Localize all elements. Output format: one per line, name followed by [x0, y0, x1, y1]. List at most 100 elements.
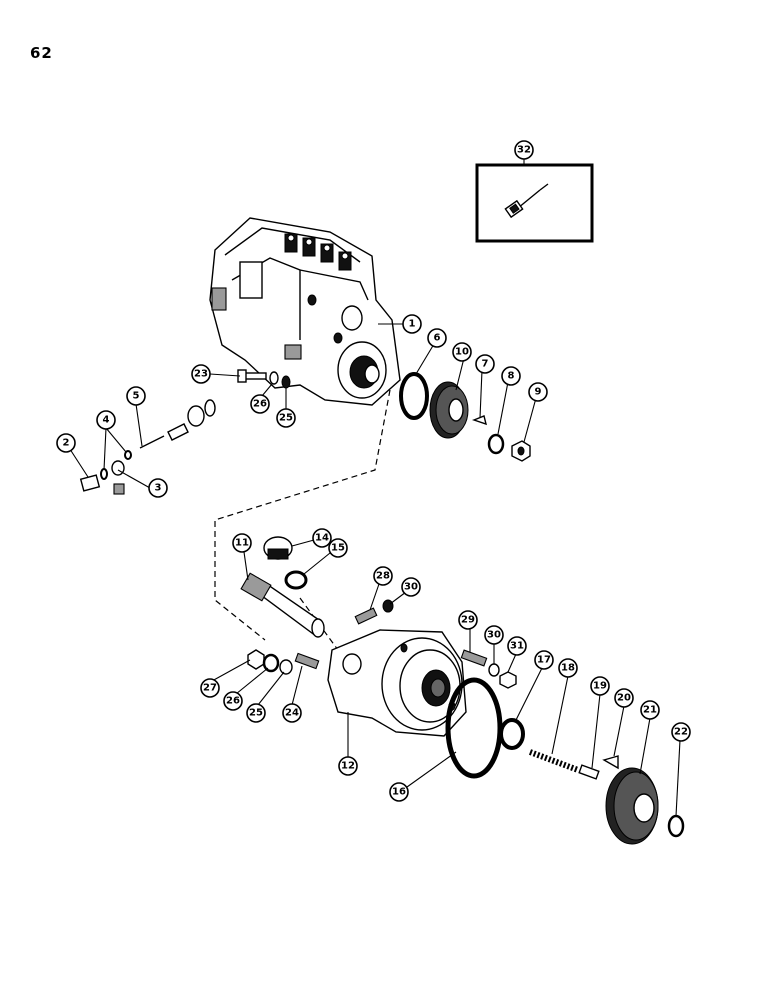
svg-text:11: 11: [235, 538, 249, 549]
svg-text:24: 24: [285, 708, 299, 719]
key-20: [602, 755, 619, 770]
callout-30-upper: 30: [401, 577, 421, 597]
stud-24: [294, 652, 320, 670]
callout-9: 9: [528, 382, 548, 402]
leader-lines: [65, 323, 681, 817]
svg-text:15: 15: [331, 543, 345, 554]
svg-text:7: 7: [482, 359, 489, 370]
nut-30-upper: [382, 599, 394, 613]
callout-12: 12: [338, 756, 358, 776]
callout-14: 14: [312, 528, 332, 548]
shaft-11: [240, 572, 325, 638]
svg-text:17: 17: [537, 655, 551, 666]
svg-text:30: 30: [404, 582, 418, 593]
svg-text:5: 5: [133, 391, 140, 402]
svg-text:2: 2: [63, 438, 70, 449]
bolt-28: [354, 607, 378, 625]
callout-4: 4: [96, 410, 116, 430]
key-7: [471, 415, 487, 426]
svg-text:19: 19: [593, 681, 607, 692]
snap-ring-22: [667, 814, 685, 838]
callout-16: 16: [389, 782, 409, 802]
callout-32: 32: [514, 140, 534, 160]
callout-22: 22: [671, 722, 691, 742]
nut-27: [247, 649, 265, 670]
callout-3: 3: [148, 478, 168, 498]
svg-text:6: 6: [434, 333, 441, 344]
sensor-part: [504, 183, 549, 219]
svg-text:29: 29: [461, 615, 475, 626]
svg-text:16: 16: [392, 787, 406, 798]
svg-text:3: 3: [155, 483, 162, 494]
callout-18: 18: [558, 658, 578, 678]
page-number: 62: [30, 44, 53, 62]
callout-6: 6: [427, 328, 447, 348]
svg-text:26: 26: [253, 399, 267, 410]
pin-19: [578, 764, 600, 780]
washer-15: [284, 570, 308, 590]
callout-20: 20: [614, 688, 634, 708]
svg-text:18: 18: [561, 663, 575, 674]
stud-29: [460, 649, 488, 667]
svg-text:30: 30: [487, 630, 501, 641]
callout-28: 28: [373, 566, 393, 586]
callout-26-lower: 26: [223, 691, 243, 711]
svg-text:8: 8: [508, 371, 515, 382]
callout-19: 19: [590, 676, 610, 696]
washer-8: [487, 433, 505, 455]
svg-text:31: 31: [510, 641, 524, 652]
svg-text:14: 14: [315, 533, 329, 544]
washer-25-upper: [281, 375, 291, 389]
washer-17: [499, 718, 525, 750]
svg-text:4: 4: [103, 415, 110, 426]
callout-11: 11: [232, 533, 252, 553]
gear-21: [605, 767, 659, 845]
assembly-path-line: [214, 389, 391, 641]
callout-8: 8: [501, 366, 521, 386]
injection-pump-body: [209, 217, 401, 406]
callout-29: 29: [458, 610, 478, 630]
spring-18: [528, 749, 580, 773]
svg-text:25: 25: [279, 413, 293, 424]
svg-text:32: 32: [517, 145, 531, 156]
callout-10: 10: [452, 342, 472, 362]
svg-text:9: 9: [535, 387, 542, 398]
callout-31: 31: [507, 636, 527, 656]
callout-24: 24: [282, 703, 302, 723]
callout-23: 23: [191, 364, 211, 384]
callout-7: 7: [475, 354, 495, 374]
svg-text:1: 1: [409, 319, 416, 330]
o-ring-16: [445, 677, 503, 779]
callout-26-upper: 26: [250, 394, 270, 414]
gear-housing-12: [327, 629, 467, 737]
washer-26-lower: [262, 653, 280, 673]
svg-text:26: 26: [226, 696, 240, 707]
washer-25-lower: [279, 659, 293, 675]
callout-17: 17: [534, 650, 554, 670]
plug-14: [263, 536, 293, 560]
nut-31: [499, 671, 517, 689]
callout-25-lower: 25: [246, 703, 266, 723]
svg-text:25: 25: [249, 708, 263, 719]
svg-text:12: 12: [341, 761, 355, 772]
gear-10: [429, 381, 469, 439]
o-ring-6: [399, 372, 429, 420]
callout-27: 27: [200, 678, 220, 698]
callout-25-upper: 25: [276, 408, 296, 428]
washer-30-lower: [488, 663, 500, 677]
inset-box: [475, 158, 594, 243]
callout-21: 21: [640, 700, 660, 720]
svg-text:10: 10: [455, 347, 469, 358]
callout-5: 5: [126, 386, 146, 406]
callout-30-lower: 30: [484, 625, 504, 645]
svg-text:21: 21: [643, 705, 657, 716]
svg-text:22: 22: [674, 727, 688, 738]
svg-text:27: 27: [203, 683, 217, 694]
svg-text:20: 20: [617, 693, 631, 704]
callout-1: 1: [402, 314, 422, 334]
svg-text:23: 23: [194, 369, 208, 380]
callout-2: 2: [56, 433, 76, 453]
svg-text:28: 28: [376, 571, 390, 582]
callout-15: 15: [328, 538, 348, 558]
